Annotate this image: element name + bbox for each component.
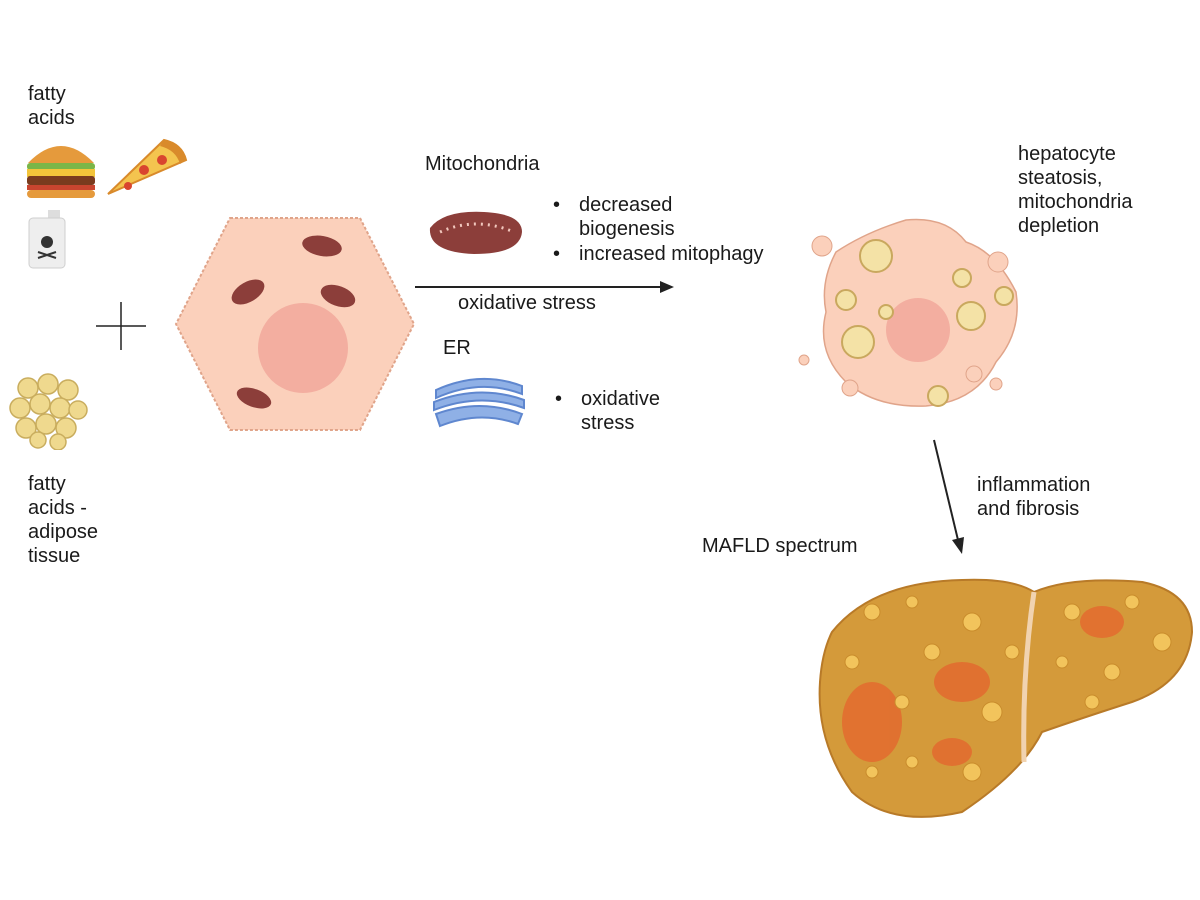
bullet-text: decreased: [553, 193, 675, 217]
label-line: hepatocyte: [1018, 143, 1116, 165]
burger-icon: [27, 146, 95, 198]
label-line: acids -: [28, 497, 87, 519]
label-line: tissue: [28, 545, 81, 567]
label-line: and fibrosis: [977, 498, 1080, 520]
label-line: adipose: [28, 521, 99, 543]
steatotic-hepatocyte-illustration: [798, 218, 1018, 407]
adipose-fatty-acids-label: fatty acids - adipose tissue: [28, 472, 98, 568]
dietary-fatty-acids-label: fatty acids: [28, 82, 75, 130]
mafld-label: MAFLD spectrum: [702, 535, 858, 557]
oxidative-stress-arrow: [415, 281, 674, 293]
er-bullet-1: oxidative stress: [555, 387, 660, 435]
label-line: depletion: [1018, 215, 1100, 237]
bullet-text: increased mitophagy: [553, 242, 764, 266]
outcome-label: hepatocyte steatosis, mitochondria deple…: [1018, 142, 1133, 238]
mito-bullet-2: increased mitophagy: [553, 242, 764, 266]
label-line: acids: [28, 107, 75, 129]
toxic-bottle-icon: [28, 210, 66, 269]
endoplasmic-reticulum-icon: [433, 377, 525, 428]
bullet-text: biogenesis: [579, 218, 675, 240]
mitochondria-title: Mitochondria: [425, 153, 540, 175]
progression-arrow: [933, 439, 964, 554]
hepatocyte-illustration: [174, 217, 416, 431]
label-line: fatty: [28, 83, 66, 105]
arrow-label: oxidative stress: [458, 292, 596, 314]
fatty-liver-illustration: [818, 578, 1194, 818]
pizza-icon: [107, 138, 188, 195]
label-line: inflammation: [977, 474, 1091, 496]
adipose-tissue-icon: [9, 373, 88, 450]
progression-label: inflammation and fibrosis: [977, 473, 1090, 521]
er-title: ER: [443, 337, 471, 359]
plus-icon: [96, 302, 146, 350]
label-line: mitochondria: [1018, 191, 1133, 213]
label-line: fatty: [28, 473, 66, 495]
bullet-text: stress: [581, 412, 635, 434]
mitochondrion-icon: [429, 211, 522, 254]
label-line: steatosis,: [1018, 167, 1103, 189]
bullet-text: oxidative: [555, 387, 660, 411]
mito-bullet-1: decreased biogenesis: [553, 193, 675, 241]
